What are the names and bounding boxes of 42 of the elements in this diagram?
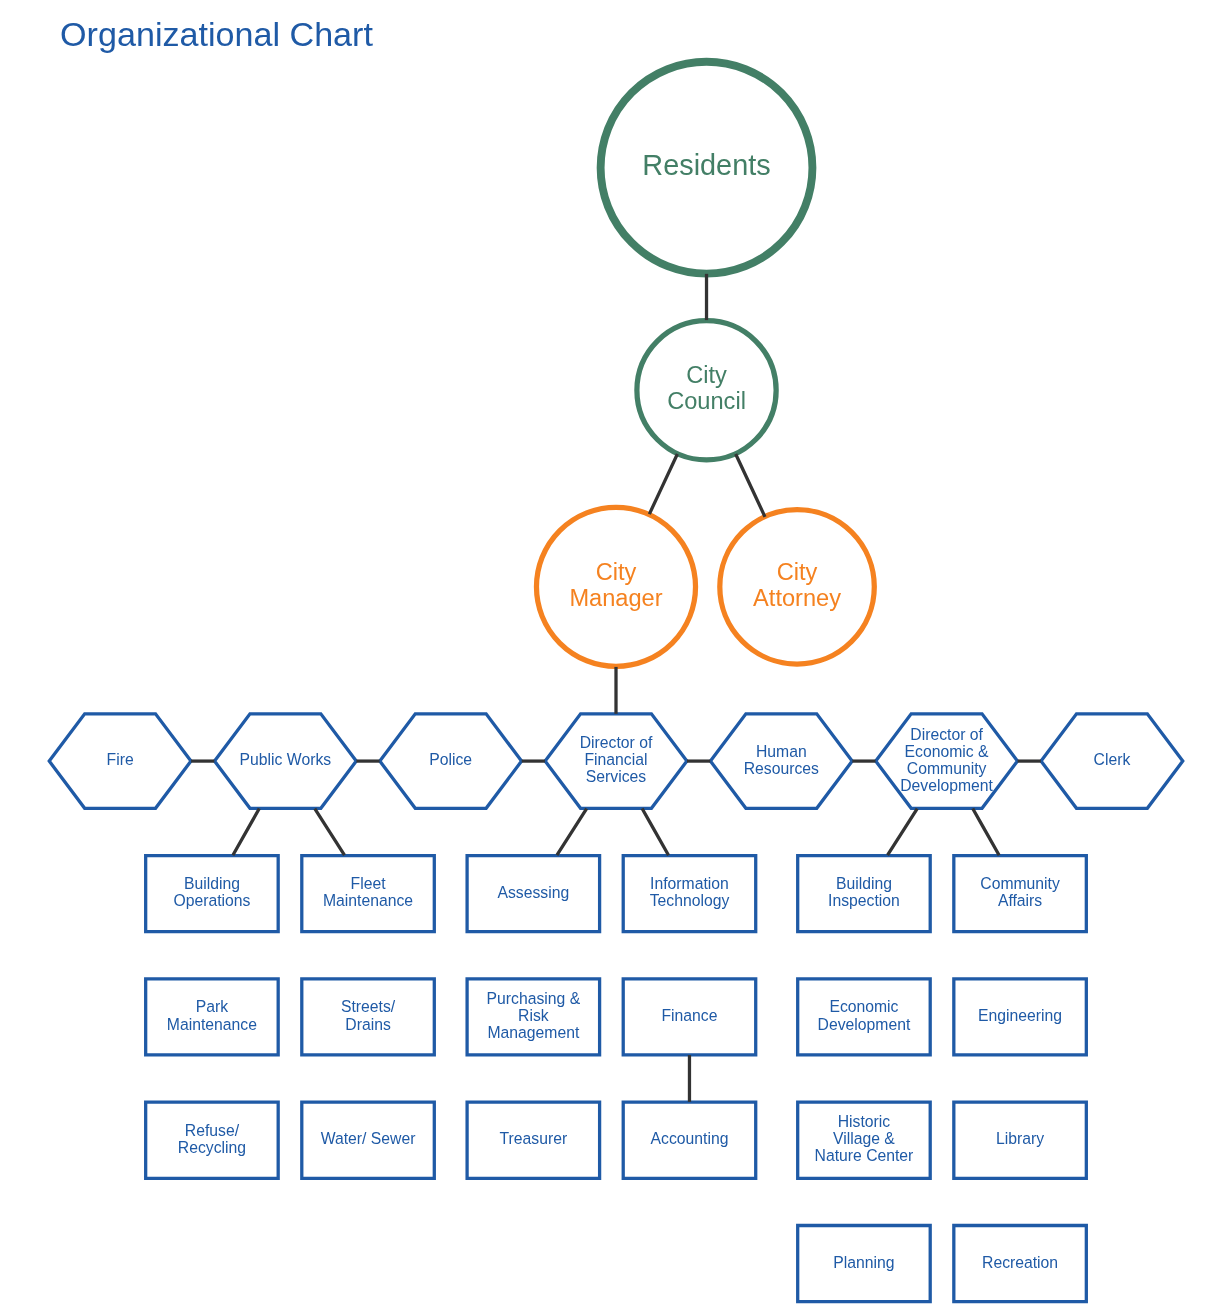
node-box: Recreation — [951, 1223, 1088, 1304]
connector — [640, 807, 670, 857]
node-box: Building Operations — [143, 853, 280, 934]
node-box: Planning — [795, 1223, 932, 1304]
node-box: Purchasing & Risk Management — [464, 977, 601, 1057]
node-box: Refuse/ Recycling — [143, 1100, 280, 1180]
connector — [704, 273, 708, 321]
connector — [312, 807, 346, 857]
node-box: Water/ Sewer — [299, 1100, 436, 1180]
connector — [230, 807, 261, 857]
node-box: Finance — [621, 977, 757, 1057]
node-circle: City Council — [633, 318, 779, 463]
connector — [647, 453, 679, 515]
connector — [851, 759, 876, 763]
diagram-title: Organizational Chart — [59, 14, 373, 53]
node-box: Building Inspection — [795, 853, 932, 934]
node-circle: Residents — [596, 57, 816, 278]
node-box: Accounting — [621, 1100, 757, 1180]
connector — [686, 759, 710, 763]
connector — [521, 759, 545, 763]
node-box: Information Technology — [621, 853, 757, 934]
connector — [687, 1055, 691, 1102]
node-box: Historic Village & Nature Center — [795, 1100, 932, 1180]
connector — [733, 453, 766, 518]
connector — [613, 666, 618, 714]
node-box: Fleet Maintenance — [299, 853, 436, 934]
node-box: Economic Development — [795, 977, 932, 1057]
connector — [555, 807, 588, 857]
node-box: Park Maintenance — [143, 977, 280, 1057]
node-box: Assessing — [464, 853, 601, 934]
connector — [1017, 759, 1041, 763]
node-box: Streets/ Drains — [299, 977, 436, 1057]
connector — [190, 759, 214, 763]
node-circle: City Manager — [533, 504, 698, 669]
node-box: Library — [951, 1100, 1088, 1180]
connector — [885, 807, 919, 857]
connector — [355, 759, 380, 763]
node-box: Treasurer — [464, 1100, 601, 1180]
connector — [970, 807, 1001, 857]
node-box: Engineering — [951, 977, 1088, 1057]
node-box: Community Affairs — [951, 853, 1088, 934]
node-circle: City Attorney — [716, 506, 877, 667]
